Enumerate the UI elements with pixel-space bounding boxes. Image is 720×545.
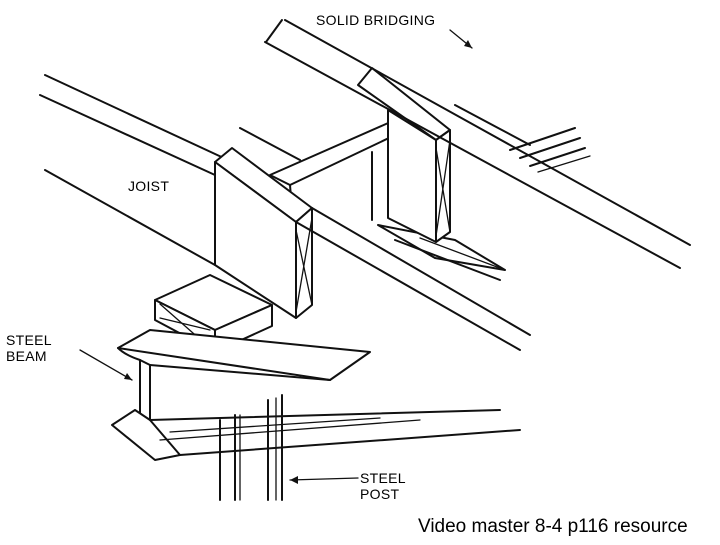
joist-upper <box>264 19 691 269</box>
solid-bridging-label: SOLID BRIDGING <box>316 12 436 28</box>
joist-label: JOIST <box>128 178 170 194</box>
solid-bridging-block <box>357 67 451 243</box>
background-joists <box>239 104 591 173</box>
steel-beam <box>111 329 521 461</box>
steel-post <box>219 394 283 501</box>
joist-front <box>39 74 531 351</box>
steel-beam-label-line1: STEEL <box>6 332 52 348</box>
caption: Video master 8-4 p116 resource <box>418 516 688 537</box>
label-arrows <box>79 29 473 484</box>
steel-beam-label-line2: BEAM <box>6 348 47 364</box>
steel-post-label-line1: STEEL <box>360 470 406 486</box>
steel-post-label-line2: POST <box>360 486 400 502</box>
